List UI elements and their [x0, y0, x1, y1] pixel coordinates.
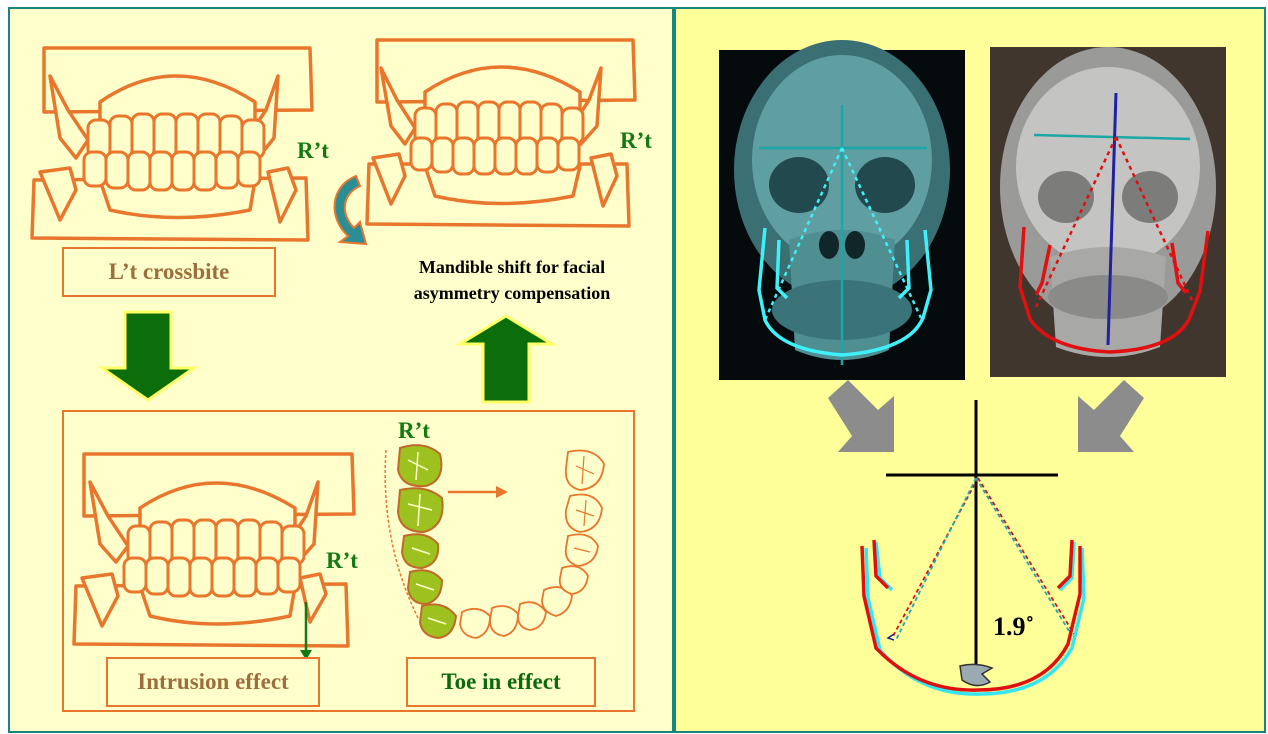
xray-skull-red-icon	[990, 47, 1226, 377]
shifted-teeth-icon	[365, 36, 640, 231]
crossbite-teeth-icon	[30, 40, 320, 250]
curved-arrow-icon	[326, 170, 376, 250]
crossbite-label: L’t crossbite	[62, 247, 276, 297]
rt-label-4: R’t	[398, 418, 430, 444]
angle-label: 1.9˚	[993, 612, 1034, 642]
rt-label-1: R’t	[297, 138, 329, 164]
mandible-shift-caption: Mandible shift for facial asymmetry comp…	[392, 254, 632, 306]
dental-arch-icon	[378, 440, 628, 650]
intrusion-effect-label: Intrusion effect	[106, 657, 320, 707]
toe-in-effect-label: Toe in effect	[406, 657, 596, 707]
xray-skull-cyan-icon	[719, 50, 965, 380]
up-arrow-icon	[456, 314, 556, 404]
rt-label-2: R’t	[620, 128, 652, 154]
down-arrow-icon	[98, 310, 198, 402]
intrusion-teeth-icon	[70, 450, 360, 660]
superimposition-diagram	[850, 398, 1110, 708]
rt-label-3: R’t	[326, 548, 358, 574]
